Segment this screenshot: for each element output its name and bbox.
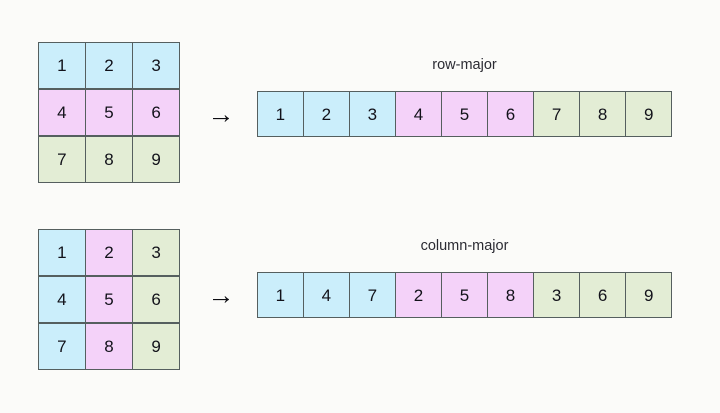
array-cell-3: 4 bbox=[396, 92, 441, 136]
matrix-cell-r2-c2: 5 bbox=[86, 276, 132, 323]
array-cell-5: 6 bbox=[488, 92, 533, 136]
array-cell-0: 1 bbox=[258, 92, 303, 136]
array-cell-5: 8 bbox=[488, 273, 533, 317]
column-major-arrow-icon: → bbox=[207, 279, 235, 310]
array-cell-2: 7 bbox=[350, 273, 395, 317]
matrix-cell-r2-c3: 6 bbox=[133, 276, 179, 323]
matrix-cell-r1-c1: 1 bbox=[39, 230, 85, 276]
matrix-cell-r1-c2: 2 bbox=[86, 230, 132, 276]
matrix-cell-r2-c3: 6 bbox=[133, 89, 179, 136]
matrix-cell-r3-c3: 9 bbox=[133, 323, 179, 369]
array-cell-7: 6 bbox=[580, 273, 625, 317]
matrix-cell-r3-c1: 7 bbox=[39, 323, 85, 369]
matrix-cell-r2-c1: 4 bbox=[39, 276, 85, 323]
array-cell-2: 3 bbox=[350, 92, 395, 136]
matrix-cell-r3-c3: 9 bbox=[133, 136, 179, 182]
array-cell-4: 5 bbox=[442, 92, 487, 136]
matrix-cell-r3-c2: 8 bbox=[86, 136, 132, 182]
array-cell-6: 3 bbox=[534, 273, 579, 317]
matrix-cell-r3-c1: 7 bbox=[39, 136, 85, 182]
array-cell-6: 7 bbox=[534, 92, 579, 136]
matrix-cell-r1-c1: 1 bbox=[39, 43, 85, 89]
column-major-caption: column-major bbox=[420, 238, 509, 254]
matrix-cell-r1-c3: 3 bbox=[133, 230, 179, 276]
array-cell-1: 2 bbox=[304, 92, 349, 136]
array-cell-1: 4 bbox=[304, 273, 349, 317]
matrix-cell-r2-c2: 5 bbox=[86, 89, 132, 136]
matrix-cell-r1-c2: 2 bbox=[86, 43, 132, 89]
matrix-cell-r2-c1: 4 bbox=[39, 89, 85, 136]
matrix-cell-r3-c2: 8 bbox=[86, 323, 132, 369]
row-major-caption: row-major bbox=[432, 57, 497, 73]
array-cell-8: 9 bbox=[626, 92, 671, 136]
matrix-cell-r1-c3: 3 bbox=[133, 43, 179, 89]
row-major-arrow-icon: → bbox=[207, 98, 235, 129]
array-cell-0: 1 bbox=[258, 273, 303, 317]
array-cell-7: 8 bbox=[580, 92, 625, 136]
array-cell-3: 2 bbox=[396, 273, 441, 317]
array-cell-4: 5 bbox=[442, 273, 487, 317]
array-cell-8: 9 bbox=[626, 273, 671, 317]
